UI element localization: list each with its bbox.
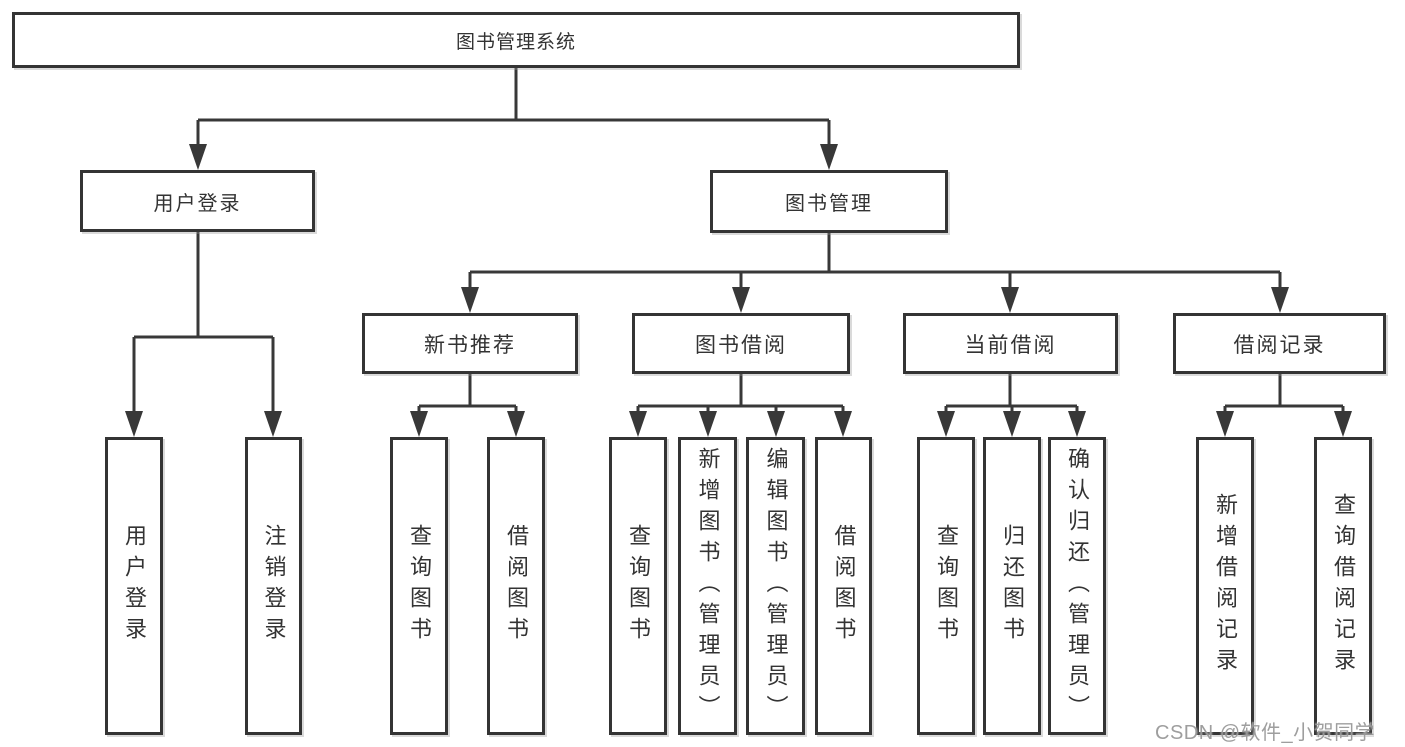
- node-book-borrow: 图书借阅: [632, 313, 850, 374]
- node-leaf-query-books-recommend: 查询图书: [390, 437, 448, 735]
- arrow-icon: [189, 144, 207, 170]
- arrow-icon: [1003, 411, 1021, 437]
- arrow-icon: [629, 411, 647, 437]
- node-leaf-query-books-borrow: 查询图书: [609, 437, 667, 735]
- connector-book-borrow: [636, 374, 845, 415]
- arrow-icon: [834, 411, 852, 437]
- node-borrow-records: 借阅记录: [1173, 313, 1386, 374]
- node-leaf-add-borrow-record: 新增借阅记录: [1196, 437, 1254, 735]
- arrow-icon: [1334, 411, 1352, 437]
- node-leaf-query-books-current: 查询图书: [917, 437, 975, 735]
- connector-book-management: [468, 233, 1282, 291]
- arrow-icon: [410, 411, 428, 437]
- node-leaf-borrow-books: 借阅图书: [815, 437, 872, 735]
- arrow-icon: [1068, 411, 1086, 437]
- node-new-book-recommend: 新书推荐: [362, 313, 578, 374]
- node-leaf-user-login: 用户登录: [105, 437, 163, 735]
- arrow-icon: [1001, 287, 1019, 313]
- node-root: 图书管理系统: [12, 12, 1020, 68]
- arrow-icon: [1271, 287, 1289, 313]
- node-leaf-query-borrow-record: 查询借阅记录: [1314, 437, 1372, 735]
- arrow-icon: [264, 411, 282, 437]
- node-leaf-logout: 注销登录: [245, 437, 302, 735]
- connector-borrow-records: [1223, 374, 1345, 415]
- arrow-icon: [1216, 411, 1234, 437]
- arrow-icon: [461, 287, 479, 313]
- connector-user-login: [132, 232, 275, 415]
- arrow-icon: [125, 411, 143, 437]
- node-current-borrow: 当前借阅: [903, 313, 1118, 374]
- csdn-watermark: CSDN @软件_小贺同学: [1155, 722, 1376, 744]
- arrowheads: [125, 144, 1352, 437]
- node-leaf-confirm-return-admin: 确认归还（管理员）: [1048, 437, 1106, 735]
- node-leaf-borrow-books-recommend: 借阅图书: [487, 437, 545, 735]
- node-leaf-edit-book-admin: 编辑图书（管理员）: [746, 437, 805, 735]
- arrow-icon: [937, 411, 955, 437]
- connector-new-book: [417, 374, 518, 415]
- connector-root: [196, 68, 831, 148]
- node-leaf-return-book: 归还图书: [983, 437, 1041, 735]
- arrow-icon: [767, 411, 785, 437]
- connector-current-borrow: [944, 374, 1079, 415]
- node-user-login: 用户登录: [80, 170, 315, 232]
- arrow-icon: [820, 144, 838, 170]
- node-book-management: 图书管理: [710, 170, 948, 233]
- node-leaf-add-book-admin: 新增图书（管理员）: [678, 437, 737, 735]
- arrow-icon: [507, 411, 525, 437]
- arrow-icon: [732, 287, 750, 313]
- arrow-icon: [699, 411, 717, 437]
